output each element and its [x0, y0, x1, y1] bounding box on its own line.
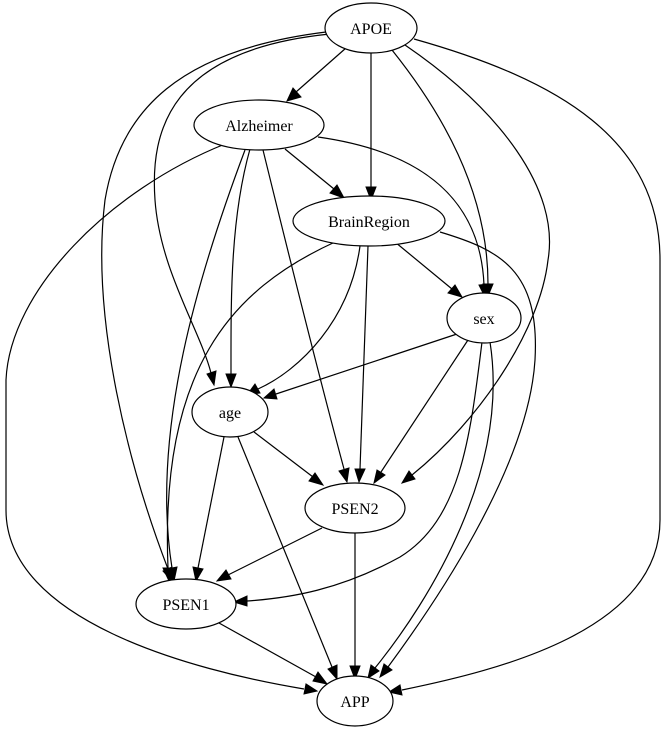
edge-alzheimer-psen1: [166, 149, 246, 583]
edge-alzheimer-brainregion: [284, 148, 346, 199]
edge-age-app: [237, 436, 338, 681]
node-age-label: age: [219, 405, 241, 422]
edge-sex-app: [367, 341, 494, 680]
node-sex: sex: [446, 292, 522, 344]
node-brainregion: BrainRegion: [292, 195, 446, 247]
edge-brainregion-psen1: [162, 241, 336, 583]
node-apoe: APOE: [324, 2, 418, 54]
node-brainregion-label: BrainRegion: [328, 214, 410, 231]
node-sex-label: sex: [473, 311, 494, 328]
graph-nodes: APOE Alzheimer BrainRegion sex age PSEN2…: [135, 2, 522, 727]
graph-edges: [5, 31, 661, 696]
edge-apoe-app: [387, 38, 661, 696]
edge-age-psen2: [253, 431, 325, 486]
node-psen1-label: PSEN1: [162, 597, 209, 614]
node-psen2: PSEN2: [304, 482, 406, 534]
node-alzheimer-label: Alzheimer: [225, 118, 293, 135]
edge-apoe-alzheimer: [286, 47, 347, 102]
node-app-label: APP: [340, 694, 369, 711]
edge-apoe-psen2: [400, 44, 550, 484]
node-app: APP: [316, 675, 394, 727]
node-apoe-label: APOE: [350, 21, 392, 38]
edge-brainregion-sex: [394, 241, 464, 298]
edge-brainregion-app: [379, 231, 537, 679]
edge-alzheimer-app: [5, 143, 319, 695]
edge-alzheimer-age: [225, 148, 251, 389]
edge-alzheimer-sex: [317, 136, 490, 299]
node-alzheimer: Alzheimer: [193, 99, 325, 151]
edge-brainregion-psen2: [354, 245, 369, 484]
node-psen1: PSEN1: [135, 578, 237, 630]
edge-apoe-sex: [391, 49, 494, 298]
edge-age-psen1: [192, 436, 225, 583]
edge-psen2-app: [349, 533, 361, 681]
edge-psen2-psen1: [215, 527, 323, 582]
edge-brainregion-age: [245, 245, 361, 396]
edge-alzheimer-psen2: [262, 149, 350, 484]
edge-apoe-brainregion: [365, 53, 377, 202]
edge-sex-psen2: [373, 339, 469, 485]
node-psen2-label: PSEN2: [331, 501, 378, 518]
node-age: age: [191, 386, 269, 438]
edge-sex-psen1: [232, 341, 483, 607]
edge-sex-age: [262, 332, 461, 400]
edge-psen1-app: [218, 622, 329, 685]
